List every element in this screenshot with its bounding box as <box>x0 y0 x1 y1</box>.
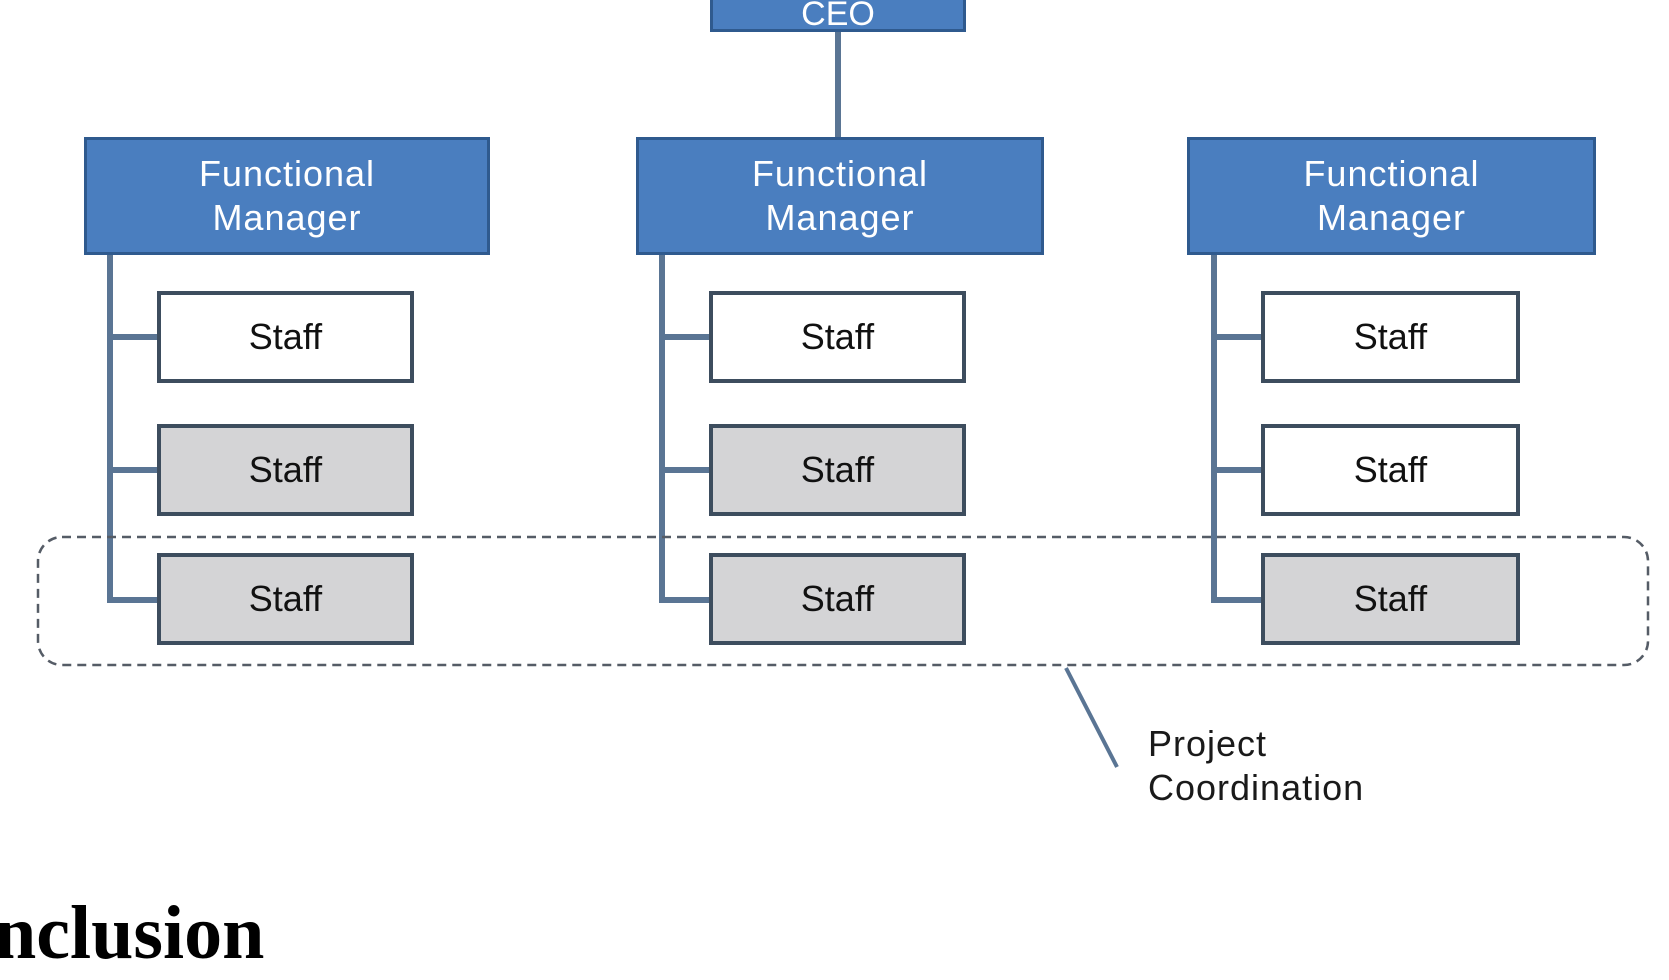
staff-box-3-1: Staff <box>1261 291 1520 383</box>
staff-label-1-3: Staff <box>248 578 323 619</box>
staff-box-1-1: Staff <box>157 291 414 383</box>
project-coordination-label: Project Coordination <box>1148 723 1365 808</box>
functional-manager-label-3: Functional Manager <box>1303 153 1480 238</box>
staff-label-2-3: Staff <box>800 578 875 619</box>
functional-manager-box-1: Functional Manager <box>84 137 490 255</box>
functional-manager-label-2: Functional Manager <box>751 153 929 238</box>
annotation-pointer-line <box>1064 667 1119 768</box>
functional-manager-box-3: Functional Manager <box>1187 137 1596 255</box>
staff-label-3-1: Staff <box>1353 316 1428 357</box>
functional-manager-label-1: Functional Manager <box>198 153 376 238</box>
functional-manager-box-2: Functional Manager <box>636 137 1044 255</box>
project-coordination-boundary <box>36 535 1650 667</box>
staff-label-2-2: Staff <box>800 449 875 490</box>
staff-box-1-2: Staff <box>157 424 414 516</box>
section-heading: nclusion <box>0 891 265 975</box>
staff-label-3-3: Staff <box>1353 578 1428 619</box>
top-box-label: CEO <box>801 0 875 33</box>
staff-label-1-2: Staff <box>248 449 323 490</box>
staff-box-3-2: Staff <box>1261 424 1520 516</box>
staff-box-1-3: Staff <box>157 553 414 645</box>
staff-box-2-3: Staff <box>709 553 966 645</box>
staff-label-1-1: Staff <box>248 316 323 357</box>
top-box: CEO <box>710 0 966 33</box>
staff-box-2-2: Staff <box>709 424 966 516</box>
staff-box-2-1: Staff <box>709 291 966 383</box>
staff-box-3-3: Staff <box>1261 553 1520 645</box>
staff-label-3-2: Staff <box>1353 449 1428 490</box>
staff-label-2-1: Staff <box>800 316 875 357</box>
